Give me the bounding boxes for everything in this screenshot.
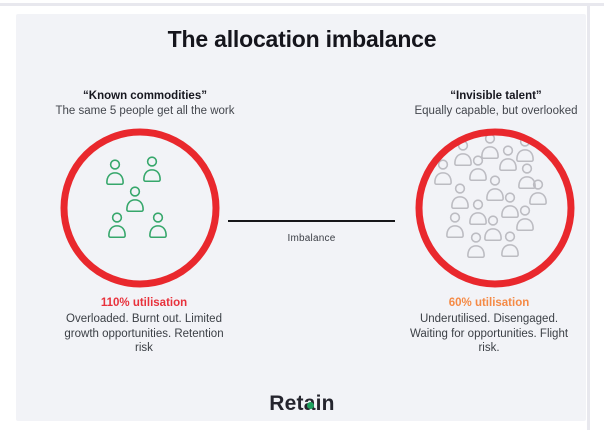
connector-line [228,220,395,222]
person-icon [529,179,547,206]
left-description-line: growth opportunities. Retention [64,327,224,340]
person-icon [516,205,534,232]
person-icon [486,175,504,202]
left-group-heading: “Known commodities” [83,90,207,102]
right-description-line: risk. [478,342,500,354]
left-stats-block: 110% utilisation Overloaded. Burnt out. … [28,296,260,356]
person-icon [499,145,517,172]
right-border-line [587,3,590,430]
connector-label: Imbalance [287,233,336,244]
person-icon [469,155,487,182]
right-description-line: Underutilised. Disengaged. [419,313,559,325]
person-icon [143,156,161,183]
left-group-subheading: The same 5 people get all the work [55,105,235,117]
right-persons-group [434,133,547,259]
right-stats-block: 60% utilisation Underutilised. Disengage… [374,296,604,356]
person-icon [484,215,502,242]
left-description-line: Overloaded. Burnt out. Limited [66,313,222,325]
person-icon [481,133,499,160]
logo-text-after: in [315,392,335,415]
person-icon [467,232,485,259]
right-group-subheading: Equally capable, but overlooked [414,105,578,117]
left-group-heading-block: “Known commodities” The same 5 people ge… [30,89,260,119]
retain-logo: Retain [0,392,604,416]
person-icon [501,192,519,219]
person-icon [106,159,124,186]
top-border-line [0,3,604,6]
person-icon [446,212,464,239]
person-icon [518,163,536,190]
logo-text-before: Ret [269,392,304,415]
person-icon [108,212,126,239]
right-utilisation-stat: 60% utilisation [448,297,530,309]
right-description-line: Waiting for opportunities. Flight [409,327,569,340]
person-icon [469,199,487,226]
right-group-heading: “Invisible talent” [450,90,542,102]
left-utilisation-stat: 110% utilisation [100,297,188,309]
left-circle-ring [60,128,220,288]
person-icon [149,212,167,239]
logo-dot [306,402,314,410]
left-persons-group [106,156,167,239]
left-circle [60,128,220,288]
connector: Imbalance [228,220,395,244]
person-icon [126,186,144,213]
person-icon [501,231,519,258]
right-circle [415,128,575,288]
left-description-line: risk [135,342,153,354]
person-icon [451,183,469,210]
page-title: The allocation imbalance [167,26,437,52]
right-circle-ring [415,128,575,288]
right-group-heading-block: “Invisible talent” Equally capable, but … [381,89,604,119]
